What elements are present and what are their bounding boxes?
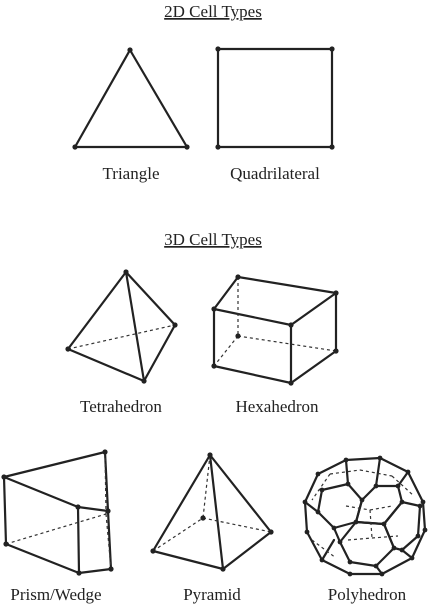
tetrahedron-label: Tetrahedron bbox=[80, 397, 162, 416]
pyramid-shape bbox=[150, 452, 274, 572]
polyhedron-shape bbox=[302, 455, 428, 577]
prism-wedge-label: Prism/Wedge bbox=[10, 585, 101, 604]
triangle-label: Triangle bbox=[103, 164, 160, 183]
hexahedron-label: Hexahedron bbox=[235, 397, 319, 416]
quadrilateral-label: Quadrilateral bbox=[230, 164, 320, 183]
hexahedron-shape bbox=[211, 274, 339, 386]
two-d-section-title: 2D Cell Types bbox=[164, 2, 262, 21]
triangle-shape bbox=[72, 47, 190, 150]
prism-wedge-shape bbox=[1, 449, 114, 576]
pyramid-label: Pyramid bbox=[183, 585, 241, 604]
three-d-section-title: 3D Cell Types bbox=[164, 230, 262, 249]
polyhedron-label: Polyhedron bbox=[328, 585, 407, 604]
tetrahedron-shape bbox=[65, 269, 178, 384]
quadrilateral-shape bbox=[215, 46, 335, 150]
